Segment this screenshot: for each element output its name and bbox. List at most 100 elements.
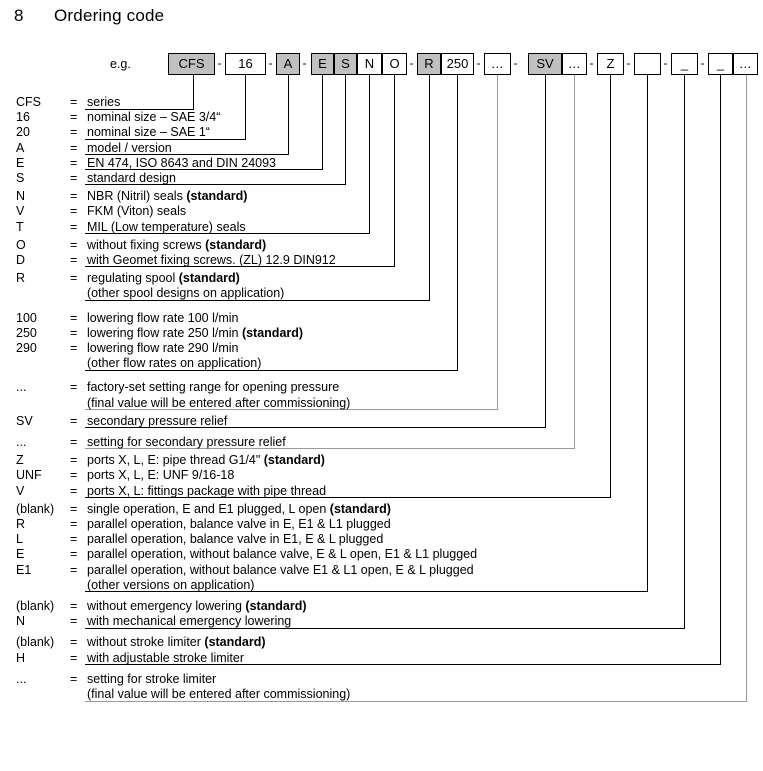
legend-equals: = — [70, 413, 78, 428]
connector-vertical — [345, 75, 346, 184]
legend-code: V — [16, 204, 25, 219]
code-separator: - — [513, 56, 518, 70]
legend-equals: = — [70, 189, 78, 204]
legend-code: 20 — [16, 125, 30, 140]
connector-vertical — [429, 75, 430, 300]
legend-code: E — [16, 547, 25, 562]
legend-code: SV — [16, 413, 33, 428]
connector-vertical — [647, 75, 648, 591]
connector-horizontal — [85, 169, 323, 170]
code-box: A — [276, 53, 300, 75]
connector-horizontal — [85, 154, 289, 155]
connector-horizontal — [85, 184, 346, 185]
example-label: e.g. — [110, 57, 131, 71]
legend-code: 100 — [16, 310, 37, 325]
legend-equals: = — [70, 517, 78, 531]
legend-code: ... — [16, 671, 27, 686]
legend-code: E1 — [16, 562, 32, 577]
legend-equals: = — [70, 171, 78, 185]
legend-description: ports X, L, E: pipe thread G1/4" (standa… — [87, 453, 325, 468]
code-box: ... — [733, 53, 758, 75]
legend-description: lowering flow rate 100 l/min — [87, 310, 239, 325]
legend-equals: = — [70, 140, 78, 155]
connector-vertical — [497, 75, 498, 409]
connector-vertical — [457, 75, 458, 370]
legend-code: (blank) — [16, 501, 55, 516]
connector-horizontal — [85, 266, 395, 267]
code-box: R — [417, 53, 441, 75]
code-box: _ — [671, 53, 698, 75]
legend-equals: = — [70, 650, 78, 665]
legend-equals: = — [70, 501, 78, 516]
legend-equals: = — [70, 310, 78, 325]
legend-description: without emergency lowering (standard) — [87, 599, 307, 613]
legend-description: without fixing screws (standard) — [87, 237, 267, 252]
legend-code: UNF — [16, 468, 42, 483]
legend-description: (other flow rates on application) — [87, 356, 262, 371]
legend-code: N — [16, 614, 26, 629]
code-separator: - — [302, 56, 307, 70]
connector-vertical — [369, 75, 370, 233]
legend-description: (other spool designs on application) — [87, 286, 285, 301]
code-box: N — [357, 53, 382, 75]
legend-code: CFS — [16, 95, 41, 109]
legend-description: parallel operation, balance valve in E, … — [87, 517, 391, 531]
legend-equals: = — [70, 325, 78, 340]
legend-code: D — [16, 253, 26, 267]
legend-equals: = — [70, 547, 78, 562]
legend-description: secondary pressure relief — [87, 413, 228, 428]
legend-description: ports X, L, E: UNF 9/16-18 — [87, 468, 235, 483]
legend-code: (blank) — [16, 635, 55, 650]
code-box: E — [311, 53, 334, 75]
legend-description: setting for stroke limiter — [87, 671, 217, 686]
legend-description: with adjustable stroke limiter — [87, 650, 245, 665]
section-title: Ordering code — [54, 6, 165, 25]
legend-code: (blank) — [16, 599, 55, 613]
legend-code: N — [16, 189, 26, 204]
legend-equals: = — [70, 599, 78, 613]
connector-horizontal — [85, 628, 685, 629]
code-box: Z — [597, 53, 624, 75]
connector-horizontal — [85, 370, 458, 371]
connector-vertical — [746, 75, 747, 701]
legend-equals: = — [70, 453, 78, 468]
legend-description: lowering flow rate 250 l/min (standard) — [87, 325, 304, 340]
code-box: S — [334, 53, 357, 75]
legend-equals: = — [70, 110, 78, 125]
legend-equals: = — [70, 95, 78, 109]
legend-description: ports X, L: fittings package with pipe t… — [87, 483, 327, 498]
code-separator: - — [700, 56, 705, 70]
legend-code: R — [16, 271, 26, 286]
legend-code: V — [16, 483, 25, 498]
code-separator: - — [409, 56, 414, 70]
legend-code: 16 — [16, 110, 30, 125]
legend-code: ... — [16, 435, 27, 449]
legend-code: A — [16, 140, 25, 155]
connector-vertical — [288, 75, 289, 154]
connector-horizontal — [85, 427, 546, 428]
legend-code: L — [16, 532, 23, 547]
legend-code: 250 — [16, 325, 37, 340]
connector-vertical — [322, 75, 323, 169]
code-box: SV — [528, 53, 562, 75]
legend-equals: = — [70, 532, 78, 547]
legend-description: parallel operation, without balance valv… — [87, 547, 478, 562]
connector-horizontal — [85, 300, 430, 301]
legend-description: series — [87, 95, 121, 109]
legend-code: O — [16, 237, 26, 252]
legend-description: FKM (Viton) seals — [87, 204, 187, 219]
connector-horizontal — [85, 664, 721, 665]
legend-description: nominal size – SAE 3/4“ — [87, 110, 221, 125]
code-box: O — [382, 53, 407, 75]
legend-description: nominal size – SAE 1“ — [87, 125, 210, 140]
code-separator: - — [268, 56, 273, 70]
code-separator: - — [589, 56, 594, 70]
legend-description: (final value will be entered after commi… — [87, 395, 351, 410]
legend-equals: = — [70, 219, 78, 234]
legend-equals: = — [70, 155, 78, 170]
legend-code: Z — [16, 453, 24, 468]
connector-horizontal — [85, 701, 747, 702]
code-box: 250 — [441, 53, 474, 75]
legend-description: standard design — [87, 171, 176, 185]
